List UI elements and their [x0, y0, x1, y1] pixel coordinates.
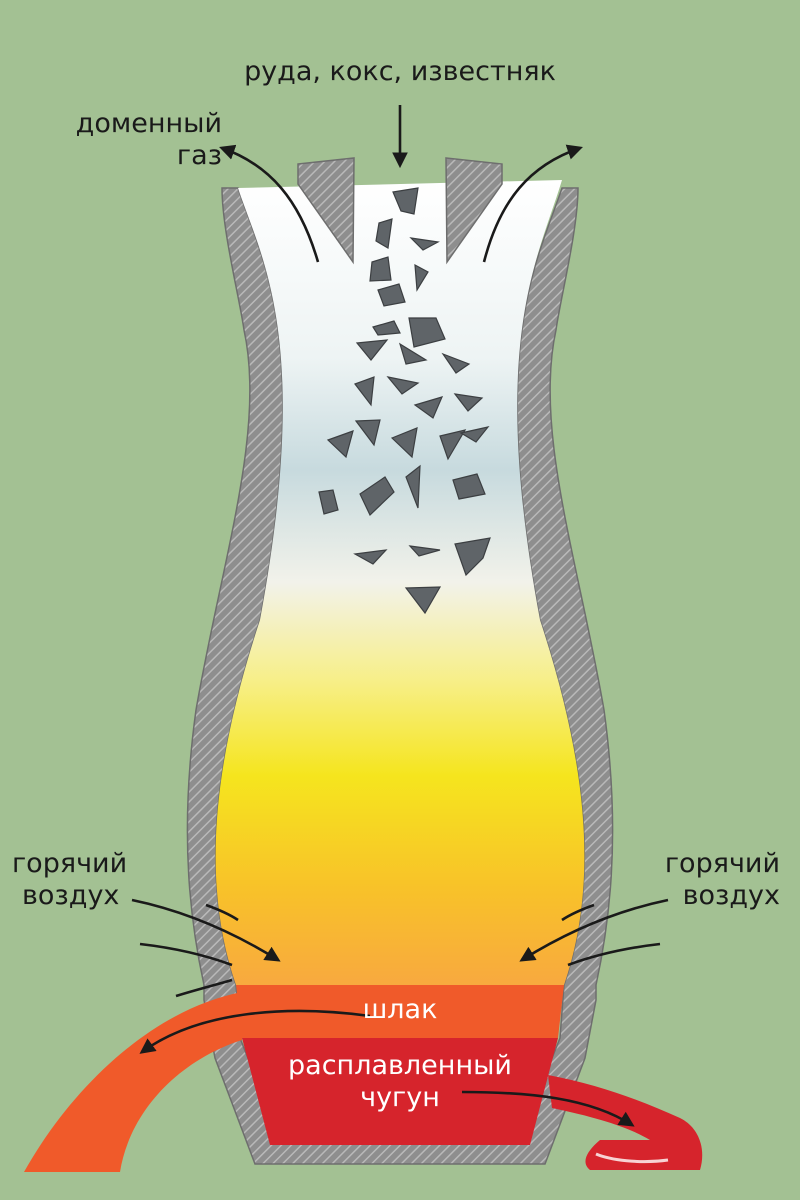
ore-chunk-icon — [398, 342, 428, 365]
ore-chunk-icon — [318, 489, 339, 515]
air-line-right-1 — [567, 942, 661, 967]
ore-chunk-icon — [355, 339, 389, 361]
ore-chunk-icon — [390, 427, 418, 459]
ore-chunk-icon — [354, 419, 381, 447]
ore-chunk-icon — [375, 218, 393, 249]
ore-chunk-icon — [414, 263, 429, 292]
ore-chunk-icon — [392, 187, 419, 215]
slag-layer — [236, 985, 564, 1038]
ore-chunk-icon — [372, 320, 401, 336]
hot-air-left-label: горячий воздух — [12, 848, 127, 912]
slag-tap-stream — [24, 992, 242, 1172]
furnace-interior — [215, 180, 585, 985]
hot-air-left-label-line1: горячий — [12, 848, 128, 879]
molten-iron-layer — [242, 1038, 558, 1145]
exhaust-arrow-right-icon — [482, 144, 583, 263]
ore-chunk-icon — [454, 537, 491, 577]
ore-chunk-icon — [377, 283, 406, 307]
ore-chunks — [318, 187, 491, 615]
ore-chunk-icon — [408, 317, 446, 348]
ore-chunk-icon — [409, 237, 440, 251]
air-arrow-left-main-icon — [131, 898, 281, 962]
ore-chunk-icon — [459, 426, 490, 443]
air-line-left-3 — [205, 903, 239, 922]
molten-iron-label: расплавленный чугун — [250, 1050, 550, 1114]
exhaust-gas-label-line2: газ — [176, 140, 222, 171]
slag-out-arrow-icon — [139, 1009, 371, 1054]
ore-chunk-icon — [453, 393, 484, 412]
exhaust-gas-label: доменный газ — [40, 108, 222, 172]
hot-air-left-label-line2: воздух — [22, 880, 120, 911]
air-line-right-2 — [561, 903, 595, 922]
air-line-left-2 — [175, 978, 233, 998]
ore-chunk-icon — [354, 376, 375, 407]
ore-chunk-icon — [369, 256, 392, 282]
molten-iron-label-line2: чугун — [360, 1082, 440, 1113]
ore-chunk-icon — [359, 476, 395, 517]
ore-chunk-icon — [452, 473, 486, 500]
exhaust-gas-label-line1: доменный — [75, 108, 222, 139]
ore-chunk-icon — [386, 376, 420, 395]
air-line-left-1 — [139, 942, 233, 967]
ore-chunk-icon — [408, 545, 441, 557]
right-hopper — [445, 157, 503, 265]
ore-chunk-icon — [326, 430, 354, 459]
iron-tap-highlight — [595, 1152, 669, 1164]
exhaust-arrow-left-icon — [219, 144, 320, 263]
ore-chunk-icon — [405, 464, 421, 509]
iron-out-arrow-icon — [461, 1090, 635, 1127]
hot-air-right-label-line1: горячий — [664, 848, 780, 879]
hot-air-right-label: горячий воздух — [600, 848, 780, 912]
hot-air-right-label-line2: воздух — [682, 880, 780, 911]
ore-chunk-icon — [404, 586, 442, 615]
slag-label: шлак — [362, 994, 438, 1025]
iron-tap-stream — [548, 1075, 703, 1170]
ore-chunk-icon — [353, 549, 388, 565]
left-hopper — [297, 157, 355, 265]
ore-chunk-icon — [413, 396, 444, 419]
molten-iron-label-line1: расплавленный — [288, 1050, 512, 1081]
ore-chunk-icon — [441, 352, 471, 374]
input-label: руда, кокс, известняк — [244, 56, 556, 87]
air-arrow-right-main-icon — [519, 898, 669, 962]
ore-chunk-icon — [439, 429, 467, 461]
arrows — [131, 105, 669, 1127]
